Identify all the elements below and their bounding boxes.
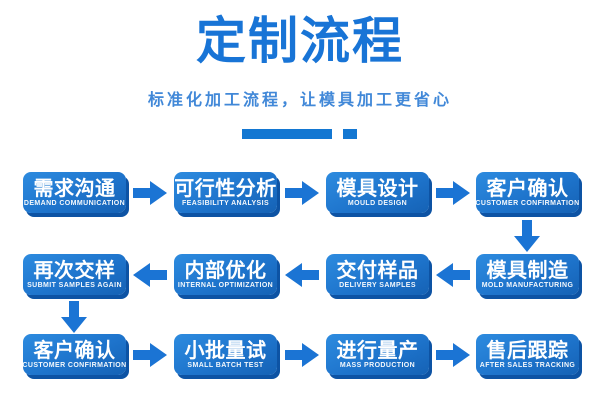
step-label-zh: 需求沟通 [33,177,116,200]
arrow-down-icon [61,301,87,333]
arrow-down-icon [514,220,540,252]
step-label-en: MOLD MANUFACTURING [481,281,574,289]
step-label-zh: 模具制造 [486,259,569,282]
step-label-en: DELIVERY SAMPLES [339,281,416,289]
title-underline-square [343,129,357,139]
flow-step-feasibility-analysis: 可行性分析 FEASIBILITY ANALYSIS [174,172,277,213]
flow-step-customer-confirmation-1: 客户确认 CUSTOMER CONFIRMATION [475,172,580,213]
arrow-right-icon [133,180,167,206]
page-title: 定制流程 [196,13,404,69]
arrow-left-icon [133,262,167,288]
flow-step-customer-confirmation-2: 客户确认 CUSTOMER CONFIRMATION [22,334,127,375]
flow-step-small-batch-test: 小批量试 SMALL BATCH TEST [174,334,277,375]
arrow-right-icon [285,342,319,368]
step-label-en: CUSTOMER CONFIRMATION [22,361,127,369]
step-label-en: DEMAND COMMUNICATION [23,199,126,207]
step-label-zh: 售后跟踪 [486,339,569,362]
step-label-zh: 客户确认 [486,177,569,200]
flow-step-submit-samples-again: 再次交样 SUBMIT SAMPLES AGAIN [23,254,126,295]
step-label-zh: 客户确认 [33,339,116,362]
step-label-en: MASS PRODUCTION [339,361,416,369]
arrow-right-icon [133,342,167,368]
flow-step-mold-manufacturing: 模具制造 MOLD MANUFACTURING [476,254,579,295]
flow-step-internal-optimization: 内部优化 INTERNAL OPTIMIZATION [174,254,277,295]
step-label-zh: 模具设计 [336,177,419,200]
arrow-right-icon [436,342,470,368]
step-label-zh: 小批量试 [184,339,267,362]
flow-step-demand-communication: 需求沟通 DEMAND COMMUNICATION [23,172,126,213]
flow-step-delivery-samples: 交付样品 DELIVERY SAMPLES [326,254,429,295]
step-label-zh: 再次交样 [33,259,116,282]
step-label-en: FEASIBILITY ANALYSIS [181,199,270,207]
flow-step-mould-design: 模具设计 MOULD DESIGN [326,172,429,213]
step-label-en: CUSTOMER CONFIRMATION [475,199,580,207]
step-label-en: SMALL BATCH TEST [187,361,264,369]
arrow-left-icon [285,262,319,288]
step-label-zh: 可行性分析 [174,177,277,200]
step-label-en: MOULD DESIGN [347,199,408,207]
arrow-left-icon [436,262,470,288]
page-subtitle: 标准化加工流程，让模具加工更省心 [147,92,452,109]
step-label-en: AFTER SALES TRACKING [479,361,576,369]
step-label-en: SUBMIT SAMPLES AGAIN [27,281,122,289]
flow-step-mass-production: 进行量产 MASS PRODUCTION [326,334,429,375]
arrow-right-icon [285,180,319,206]
step-label-en: INTERNAL OPTIMIZATION [177,281,274,289]
step-label-zh: 内部优化 [184,259,267,282]
step-label-zh: 交付样品 [336,259,419,282]
arrow-right-icon [436,180,470,206]
title-underline-bar [242,129,332,139]
step-label-zh: 进行量产 [336,339,419,362]
flow-step-after-sales-tracking: 售后跟踪 AFTER SALES TRACKING [476,334,579,375]
